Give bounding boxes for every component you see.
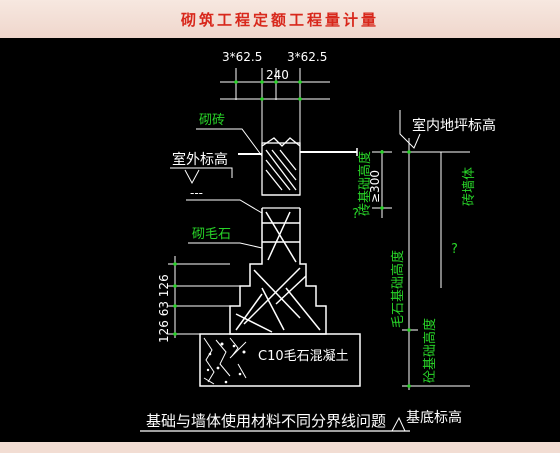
rubble-label: 砌毛石 (192, 227, 231, 242)
rubble-foundation-height-label: 毛石基础高度 (390, 250, 406, 328)
concrete-base: C10毛石混凝土 (199, 333, 361, 387)
dim-right-label: 3*62.5 (287, 50, 327, 64)
caption: 基础与墙体使用材料不同分界线问题 (146, 412, 386, 430)
question-mark-2: ? (451, 242, 458, 257)
vertical-dims-label: 126 63 126 (157, 274, 171, 343)
dim-width-label: 240 (266, 68, 289, 82)
slide-title: 砌筑工程定额工程量计量 (180, 11, 379, 29)
dimension-dots (234, 80, 302, 101)
question-mark-1: ? (352, 207, 359, 222)
concrete-foundation-height-label: 砼基础高度 (422, 318, 438, 383)
foundation-section-diagram: 3*62.5 3*62.5 240 砌砖 室外标高 (140, 50, 496, 432)
rubble-leader (188, 242, 263, 249)
cad-drawing: 3*62.5 3*62.5 240 砌砖 室外标高 (0, 38, 560, 442)
rubble-stepped-footing (229, 208, 327, 335)
base-level-marker (391, 416, 406, 432)
brick-foundation-height-label: 砖基础高度 (357, 151, 373, 216)
right-dimension-lines (372, 138, 470, 390)
outdoor-level-marker (184, 169, 200, 185)
svg-text:---: --- (190, 186, 203, 200)
left-vertical-dimension (168, 256, 240, 338)
brick-label: 砌砖 (199, 113, 225, 128)
indoor-level-marker (399, 110, 421, 149)
indoor-floor-label: 室内地坪标高 (412, 117, 496, 134)
title-bar: 砌筑工程定额工程量计量 (0, 0, 560, 38)
concrete-label: C10毛石混凝土 (258, 348, 349, 364)
dim-300-label: ≥300 (368, 170, 382, 203)
brick-leader (196, 128, 263, 157)
base-level-label: 基底标高 (406, 409, 462, 426)
brick-wall-label: 砖墙体 (462, 167, 477, 206)
dim-left-label: 3*62.5 (222, 50, 262, 64)
bottom-band (0, 442, 560, 453)
outdoor-level-label: 室外标高 (172, 151, 228, 168)
brick-wall-section (261, 137, 301, 209)
